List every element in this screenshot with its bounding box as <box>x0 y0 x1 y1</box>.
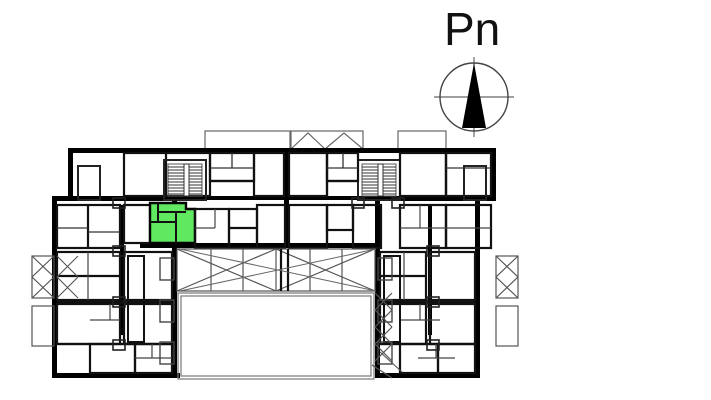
door-jamb-right-1 <box>351 197 405 209</box>
mid-band-right-thin <box>400 205 491 229</box>
balcony-right-lower <box>495 305 519 347</box>
left-wing-shaft <box>127 255 145 343</box>
left-wing-door-jambs <box>112 245 126 351</box>
terrace-center-divider <box>279 249 290 291</box>
terrace-strip <box>176 248 376 292</box>
stair-core-right <box>357 159 401 201</box>
stair-treads-right <box>362 166 396 195</box>
stair-core-left <box>163 159 207 201</box>
right-wing-door-jambs <box>426 245 440 351</box>
mid-band-center-thin <box>195 209 216 229</box>
north-needle-icon <box>462 63 486 128</box>
unit-internal-walls <box>150 203 186 243</box>
balcony-left-upper <box>31 255 55 299</box>
plan-geometry <box>31 130 519 380</box>
balcony-top-right <box>463 165 487 201</box>
courtyard-brace-left <box>371 364 393 379</box>
left-wing-thin <box>87 252 172 359</box>
lower-right-diagonals <box>379 351 403 373</box>
top-block-left-rooms-thin <box>210 153 254 169</box>
balcony-left-lower <box>31 305 55 347</box>
balcony-top-left <box>77 165 101 201</box>
top-balcony-left <box>204 130 291 150</box>
door-jamb-left-1 <box>112 197 126 209</box>
central-courtyard-void <box>177 292 375 380</box>
right-wing-rooms <box>378 250 477 375</box>
top-balcony-right <box>290 130 364 150</box>
lower-left-diagonals <box>56 255 79 299</box>
balcony-right-upper <box>495 255 519 299</box>
terrace-sightlines <box>179 248 377 292</box>
left-wing-rooms <box>55 250 174 375</box>
courtyard-brace-right <box>374 292 393 362</box>
north-label: Pn <box>444 3 501 55</box>
top-block-right-rooms-thin <box>327 153 491 169</box>
right-wing-thin <box>400 252 455 359</box>
top-balcony-far-right <box>397 130 447 150</box>
mid-band-left-thin <box>57 227 120 233</box>
north-arrow <box>434 57 514 137</box>
mid-band-left-rooms <box>55 203 152 250</box>
selected-apartment-unit[interactable] <box>148 201 197 245</box>
mid-band-right-rooms <box>287 203 493 250</box>
mid-band-center-rooms <box>193 203 287 250</box>
stair-treads-left <box>168 166 202 195</box>
courtyard-balconies-left <box>159 257 175 365</box>
